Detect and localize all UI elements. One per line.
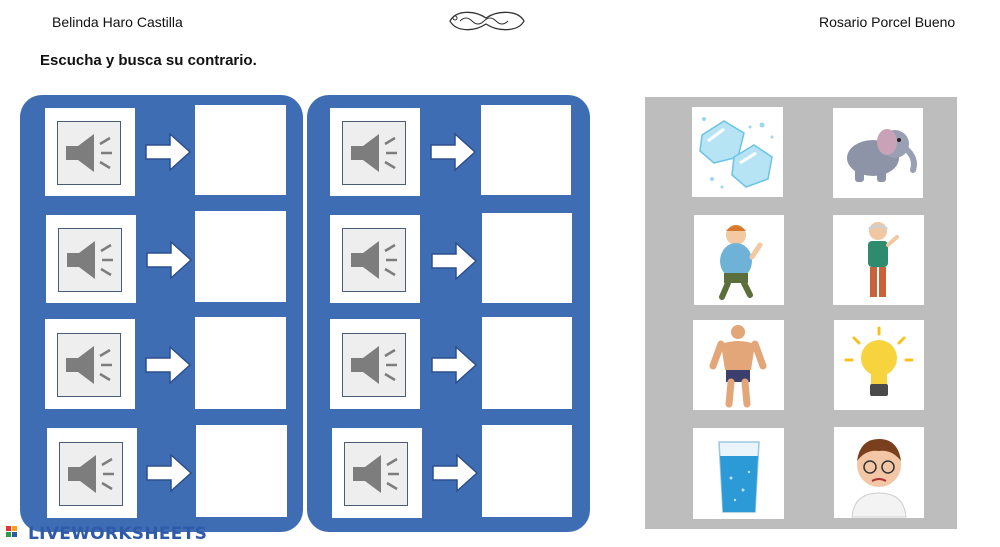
audio-button-8[interactable] [332,428,422,518]
logo-icon [446,6,528,36]
speaker-icon [57,333,121,397]
arrow-right-icon [145,132,192,172]
elephant-icon [847,129,917,182]
speaker-icon [59,442,123,506]
drop-box-6[interactable] [482,213,572,303]
drop-box-3[interactable] [195,317,286,409]
card-water-glass[interactable] [693,428,784,519]
audio-button-3[interactable] [45,319,135,409]
ice-cubes-icon [692,107,783,197]
audio-button-2[interactable] [46,215,136,303]
water-glass-icon [718,441,760,513]
card-light-bulb[interactable] [834,320,924,410]
brand-mark-icon [6,526,17,537]
arrow-right-icon [146,453,193,493]
left-exercise-panel [20,95,303,532]
arrow-right-icon [145,345,192,385]
drop-box-4[interactable] [196,425,287,517]
drop-box-7[interactable] [482,317,572,409]
card-old-man[interactable] [833,215,924,305]
speaker-icon [344,442,408,506]
chubby-boy-icon [719,225,763,300]
audio-button-5[interactable] [330,108,420,196]
speaker-icon [342,333,406,397]
instruction-title: Escucha y busca su contrario. [40,52,257,69]
drop-box-5[interactable] [481,105,571,195]
card-elephant[interactable] [833,108,923,198]
speaker-icon [58,228,122,292]
card-ice-cubes[interactable] [692,107,783,197]
drop-box-8[interactable] [482,425,572,517]
card-sad-boy[interactable] [834,427,924,518]
light-bulb-icon [844,326,914,396]
audio-button-4[interactable] [47,428,137,518]
sad-boy-icon [851,439,907,518]
card-muscular-man[interactable] [693,320,784,410]
speaker-icon [57,121,121,185]
author-right: Rosario Porcel Bueno [819,14,956,30]
author-left: Belinda Haro Castilla [52,14,183,30]
audio-button-7[interactable] [330,319,420,409]
drop-box-2[interactable] [195,211,286,302]
arrow-right-icon [431,241,478,281]
drop-box-1[interactable] [195,105,286,195]
speaker-icon [342,228,406,292]
arrow-right-icon [146,240,193,280]
middle-exercise-panel [307,95,590,532]
card-chubby-boy[interactable] [694,215,784,305]
audio-button-1[interactable] [45,108,135,196]
brand-text: LIVEWORKSHEETS [28,524,208,544]
arrow-right-icon [432,453,479,493]
speaker-icon [342,121,406,185]
audio-button-6[interactable] [330,215,420,303]
arrow-right-icon [430,132,477,172]
old-man-icon [868,222,899,297]
muscular-man-icon [709,325,767,408]
arrow-right-icon [431,345,478,385]
